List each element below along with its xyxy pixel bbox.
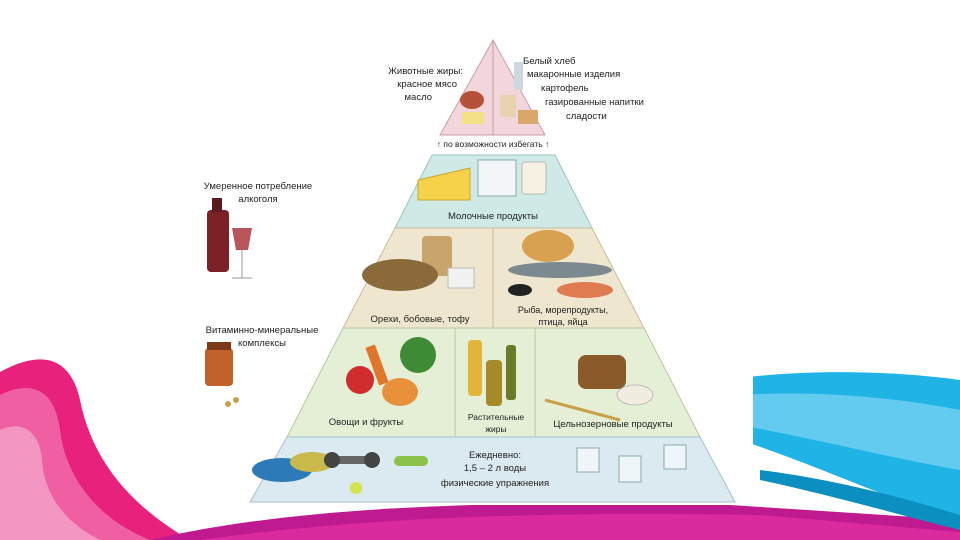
svg-text:картофель: картофель	[541, 83, 589, 94]
bottom-band-decoration	[150, 503, 960, 540]
left-swoosh-decoration	[0, 359, 190, 540]
svg-text:макаронные изделия: макаронные изделия	[527, 69, 620, 80]
svg-text:Животные жиры:: Животные жиры:	[388, 66, 463, 77]
svg-text:газированные напитки: газированные напитки	[545, 97, 644, 108]
svg-text:красное мясо: красное мясо	[397, 79, 457, 90]
svg-text:Витаминно-минеральные: Витаминно-минеральные	[206, 325, 319, 336]
grains-label: Цельнозерновые продукты	[553, 419, 672, 430]
svg-text:1,5 – 2 л воды: 1,5 – 2 л воды	[464, 463, 526, 474]
svg-text:масло: масло	[405, 92, 433, 103]
svg-text:сладости: сладости	[566, 111, 607, 122]
avoid-caption: ↑ по возможности избегать ↑	[437, 139, 550, 149]
svg-text:жиры: жиры	[485, 424, 506, 434]
svg-text:Рыба, морепродукты,: Рыба, морепродукты,	[518, 305, 608, 315]
svg-text:физические упражнения: физические упражнения	[441, 478, 549, 489]
svg-text:комплексы: комплексы	[238, 338, 286, 349]
dairy-label: Молочные продукты	[448, 211, 538, 222]
right-swoosh-decoration	[740, 372, 960, 530]
svg-text:Растительные: Растительные	[468, 412, 524, 422]
svg-text:Ежедневно:: Ежедневно:	[469, 450, 521, 461]
svg-text:Белый хлеб: Белый хлеб	[523, 56, 576, 67]
svg-text:птица, яйца: птица, яйца	[538, 317, 587, 327]
vegetables-label: Овощи и фрукты	[329, 417, 404, 428]
svg-text:Умеренное потребление: Умеренное потребление	[204, 181, 312, 192]
nuts-label: Орехи, бобовые, тофу	[371, 314, 470, 325]
svg-text:алкоголя: алкоголя	[238, 194, 277, 205]
